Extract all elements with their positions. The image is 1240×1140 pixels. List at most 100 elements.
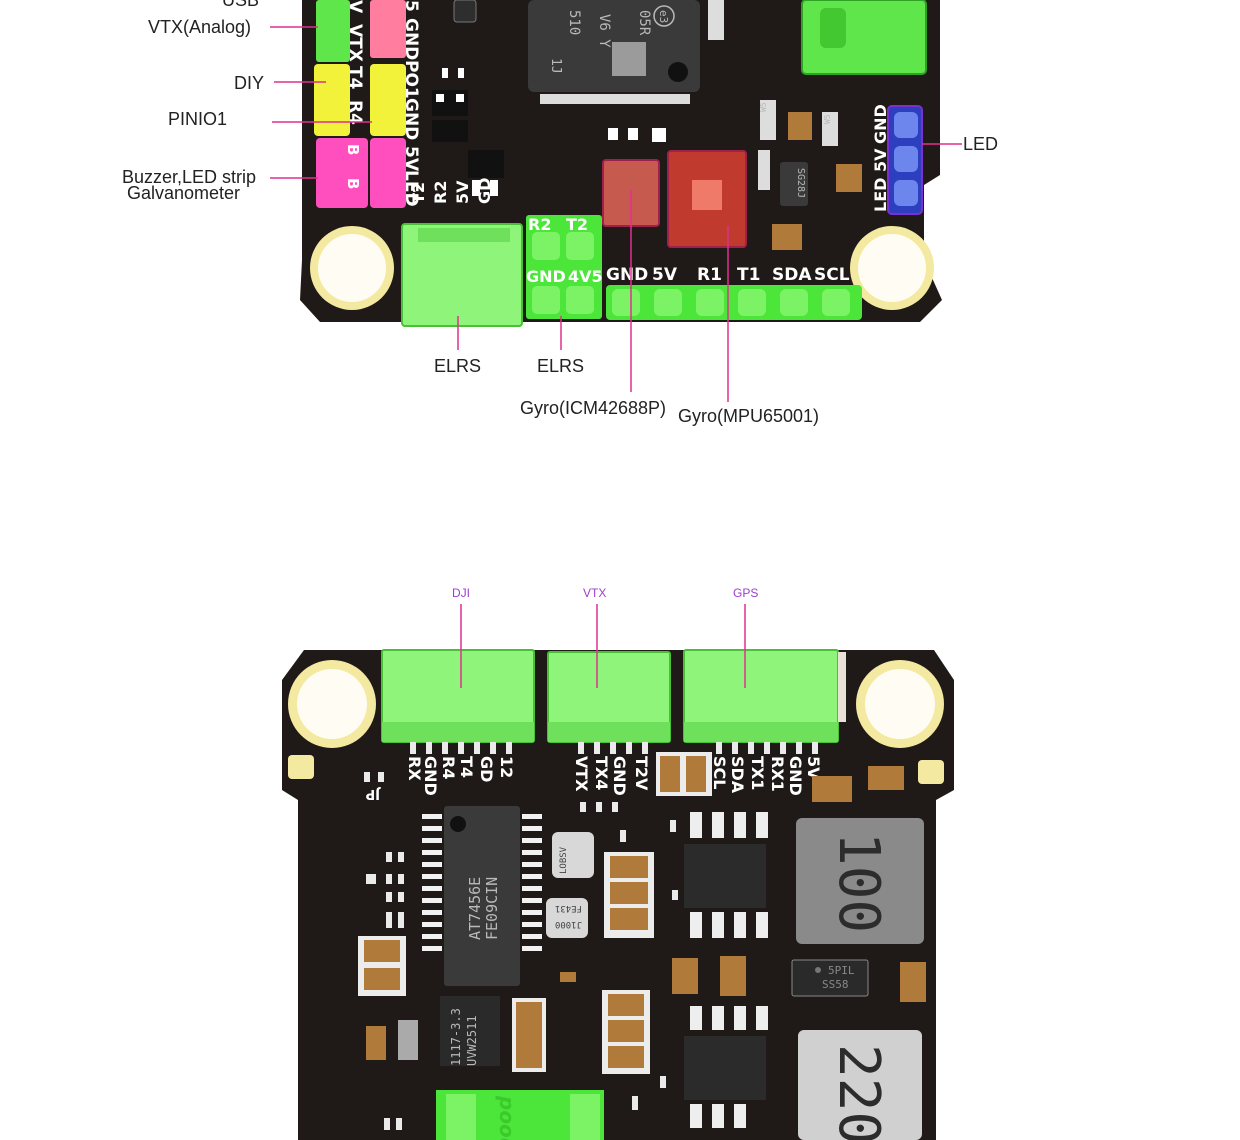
mcu-text-1: V6 Y bbox=[596, 14, 612, 48]
diode-text-2: SS58 bbox=[822, 978, 849, 991]
callout-lines-top bbox=[270, 26, 962, 402]
elrs-plug-connector bbox=[401, 223, 523, 327]
silk-led-pin-5v: 5V bbox=[871, 148, 890, 172]
silk-po1: PO1 bbox=[401, 60, 421, 99]
silk-pad-t2: T2 bbox=[566, 215, 588, 234]
osd-text-1: AT7456E bbox=[466, 877, 484, 940]
power-ic-1 bbox=[684, 812, 768, 938]
silk-5: 5 bbox=[401, 0, 421, 12]
silk-plug-t2: T2 bbox=[409, 182, 428, 204]
mount-hole-bottom-left bbox=[288, 660, 376, 748]
ic-sg28j-label: SG28J bbox=[795, 168, 806, 198]
flash-text-2: J1000 bbox=[555, 919, 582, 929]
silk-5v: 5V bbox=[401, 146, 421, 172]
silk-gps-5v: 5V bbox=[804, 756, 823, 780]
inductor-100 bbox=[796, 818, 924, 944]
mcu-text-4: e3 bbox=[657, 10, 670, 23]
capacitor-arrays bbox=[358, 752, 926, 1074]
mount-hole-top-right bbox=[850, 226, 934, 310]
barometer-chip bbox=[552, 832, 594, 878]
silk-plug-gd: GD bbox=[475, 178, 494, 204]
silk-gps-scl: SCL bbox=[710, 756, 729, 789]
plug-brand-text: pooq bbox=[495, 1095, 519, 1140]
silk-t4: T4 bbox=[345, 66, 365, 90]
silk-vtx: VTX bbox=[345, 24, 365, 62]
bottom-board: RX GND R4 T4 GD 12 VTX TX4 GND T2V SCL S… bbox=[282, 586, 954, 1140]
silk-dji-gnd: GND bbox=[421, 756, 440, 796]
ldo-text-2: UVW2511 bbox=[465, 1015, 479, 1066]
silk-v: V bbox=[345, 0, 365, 14]
osd-chip bbox=[444, 806, 520, 986]
diy-yellow-pads-right bbox=[370, 64, 406, 136]
silk-gnd-2: GND bbox=[401, 98, 421, 140]
callout-buzzer-line1: Buzzer,LED strip bbox=[122, 167, 256, 187]
callout-lines-bottom bbox=[460, 604, 746, 688]
res-w5-label-2: W5 bbox=[823, 114, 832, 124]
silk-dji-12: 12 bbox=[497, 756, 516, 778]
silk-gps-gnd: GND bbox=[786, 756, 805, 796]
diode-ss58 bbox=[791, 959, 869, 997]
flash-text: FE431 bbox=[555, 903, 582, 913]
callout-led: LED bbox=[963, 134, 998, 154]
res-w5-label-1: W5 bbox=[759, 102, 768, 112]
silk-jp: JP bbox=[366, 786, 381, 801]
mount-hole-top-left bbox=[310, 226, 394, 310]
silk-row-5v: 5V bbox=[652, 265, 678, 285]
silk-vtx-gnd: GND bbox=[610, 756, 629, 796]
silk-led: LED bbox=[401, 170, 421, 207]
silk-r4: R4 bbox=[345, 100, 365, 125]
left-pad-column-green bbox=[316, 0, 350, 62]
ldo-regulator bbox=[440, 996, 500, 1066]
silk-row-scl: SCL bbox=[814, 265, 850, 285]
diy-yellow-pads-left bbox=[314, 64, 350, 136]
silk-vtx-tx4: TX4 bbox=[592, 756, 611, 790]
left-pad-column-pink bbox=[370, 0, 406, 58]
smd-components-top bbox=[432, 0, 862, 250]
mcu-text-5: 1J bbox=[548, 58, 563, 74]
mcu-text-3: 05R bbox=[636, 10, 652, 36]
callout-vtx: VTX bbox=[583, 586, 606, 600]
silk-dji-t4: T4 bbox=[457, 756, 476, 778]
silk-dji-gd: GD bbox=[477, 756, 496, 782]
callout-gyro-mpu: Gyro(MPU65001) bbox=[678, 406, 819, 426]
callout-elrs-left: ELRS bbox=[434, 356, 481, 376]
connector-pin-legs bbox=[410, 742, 818, 754]
callout-buzzer-line2: Galvanometer bbox=[127, 183, 240, 203]
power-ic-2 bbox=[684, 1006, 768, 1128]
silk-vtx-t2v: T2V bbox=[632, 756, 651, 791]
callout-gps: GPS bbox=[733, 586, 758, 600]
inductor-220 bbox=[798, 1030, 922, 1140]
callout-diy: DIY bbox=[234, 73, 264, 93]
buzzer-pink-pads-right bbox=[370, 138, 406, 208]
callout-vtx-analog: VTX(Analog) bbox=[148, 17, 251, 37]
silk-plug-5v: 5V bbox=[453, 180, 472, 204]
silk-row-gnd: GND bbox=[606, 265, 648, 285]
silk-gps-sda: SDA bbox=[728, 756, 747, 794]
callout-pinio1: PINIO1 bbox=[168, 109, 227, 129]
silk-gps-tx1: TX1 bbox=[748, 756, 767, 790]
smd-components-bottom bbox=[364, 772, 678, 1130]
silk-gnd-1: GND bbox=[401, 18, 421, 60]
silk-b-2: B bbox=[344, 178, 362, 189]
silk-pad-4v5: 4V5 bbox=[568, 267, 603, 286]
silk-dji-r4: R4 bbox=[439, 756, 458, 779]
baro-text: LOBSV bbox=[559, 846, 569, 874]
diode-text-1: 5PIL bbox=[828, 964, 855, 977]
silk-led-pin-gnd: GND bbox=[871, 104, 890, 144]
callout-gyro-icm: Gyro(ICM42688P) bbox=[520, 398, 666, 418]
silk-row-t1: T1 bbox=[737, 265, 760, 285]
silk-pad-gnd: GND bbox=[526, 267, 566, 286]
silk-led-pin-led: LED bbox=[871, 178, 890, 212]
inductor-100-text: 100 bbox=[826, 832, 891, 933]
silk-b-1: B bbox=[344, 144, 362, 155]
silk-gps-rx1: RX1 bbox=[768, 756, 787, 792]
silk-row-r1: R1 bbox=[697, 265, 722, 285]
silk-pad-r2: R2 bbox=[528, 215, 551, 234]
buzzer-pink-pads-left bbox=[316, 138, 368, 208]
callout-elrs-right: ELRS bbox=[537, 356, 584, 376]
mcu-text-2: 510 bbox=[566, 10, 582, 35]
inductor-220-text: 220 bbox=[826, 1044, 891, 1140]
ldo-text-1: 1117-3.3 bbox=[449, 1008, 463, 1066]
silk-plug-r2: R2 bbox=[431, 181, 450, 204]
